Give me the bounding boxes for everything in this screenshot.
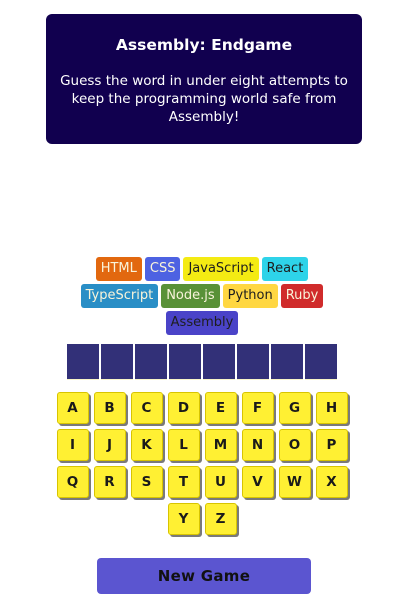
key-e[interactable]: E — [204, 392, 237, 424]
language-chips: HTML CSS JavaScript React TypeScript Nod… — [0, 257, 404, 338]
language-chip-typescript: TypeScript — [80, 284, 159, 308]
key-v[interactable]: V — [241, 466, 274, 498]
key-d[interactable]: D — [167, 392, 200, 424]
game-header: Assembly: Endgame Guess the word in unde… — [46, 14, 362, 144]
keyboard-row: Q R S T U V W X — [0, 466, 404, 498]
language-chip-html: HTML — [95, 257, 142, 281]
on-screen-keyboard: A B C D E F G H I J K L M N O P Q R S T … — [0, 392, 404, 540]
key-k[interactable]: K — [130, 429, 163, 461]
letter-slot — [203, 344, 235, 380]
key-r[interactable]: R — [93, 466, 126, 498]
keyboard-row: I J K L M N O P — [0, 429, 404, 461]
language-chip-python: Python — [222, 284, 278, 308]
key-z[interactable]: Z — [204, 503, 237, 535]
language-chip-row: HTML CSS JavaScript React — [0, 257, 404, 281]
key-c[interactable]: C — [130, 392, 163, 424]
letter-slot — [101, 344, 133, 380]
key-q[interactable]: Q — [56, 466, 89, 498]
letter-slot — [305, 344, 337, 380]
key-o[interactable]: O — [278, 429, 311, 461]
key-l[interactable]: L — [167, 429, 200, 461]
keyboard-row: Y Z — [0, 503, 404, 535]
language-chip-row: TypeScript Node.js Python Ruby — [0, 284, 404, 308]
new-game-button[interactable]: New Game — [97, 558, 311, 594]
language-chip-assembly: Assembly — [165, 311, 239, 335]
language-chip-ruby: Ruby — [280, 284, 324, 308]
letter-slot — [67, 344, 99, 380]
key-b[interactable]: B — [93, 392, 126, 424]
language-chip-nodejs: Node.js — [161, 284, 220, 308]
key-y[interactable]: Y — [167, 503, 200, 535]
key-g[interactable]: G — [278, 392, 311, 424]
key-n[interactable]: N — [241, 429, 274, 461]
key-h[interactable]: H — [315, 392, 348, 424]
key-f[interactable]: F — [241, 392, 274, 424]
key-p[interactable]: P — [315, 429, 348, 461]
key-m[interactable]: M — [204, 429, 237, 461]
key-s[interactable]: S — [130, 466, 163, 498]
key-j[interactable]: J — [93, 429, 126, 461]
letter-slot — [135, 344, 167, 380]
key-a[interactable]: A — [56, 392, 89, 424]
key-w[interactable]: W — [278, 466, 311, 498]
letter-slot — [237, 344, 269, 380]
letter-slot — [271, 344, 303, 380]
key-t[interactable]: T — [167, 466, 200, 498]
language-chip-css: CSS — [144, 257, 181, 281]
key-x[interactable]: X — [315, 466, 348, 498]
letter-slot — [169, 344, 201, 380]
game-description: Guess the word in under eight attempts t… — [60, 73, 348, 125]
language-chip-row: Assembly — [0, 311, 404, 335]
key-u[interactable]: U — [204, 466, 237, 498]
language-chip-javascript: JavaScript — [183, 257, 259, 281]
game-title: Assembly: Endgame — [115, 36, 293, 54]
word-slots — [67, 344, 337, 380]
key-i[interactable]: I — [56, 429, 89, 461]
language-chip-react: React — [261, 257, 309, 281]
keyboard-row: A B C D E F G H — [0, 392, 404, 424]
